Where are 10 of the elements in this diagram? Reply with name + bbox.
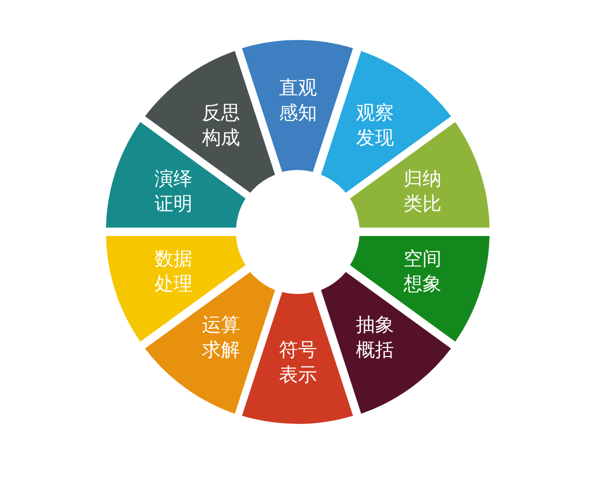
segment-label: 运算求解 — [200, 312, 241, 363]
segment-label: 抽象概括 — [354, 312, 395, 363]
segment-label: 空间想象 — [402, 247, 443, 298]
segment-label: 观察发现 — [354, 101, 395, 152]
segment-label: 符号表示 — [278, 338, 318, 388]
segment-label: 数据处理 — [153, 247, 194, 298]
segment-label: 归纳类比 — [402, 166, 443, 216]
segment-label: 直观感知 — [278, 76, 318, 126]
segment-label: 演绎证明 — [153, 166, 194, 216]
segment-label: 反思构成 — [200, 101, 241, 152]
